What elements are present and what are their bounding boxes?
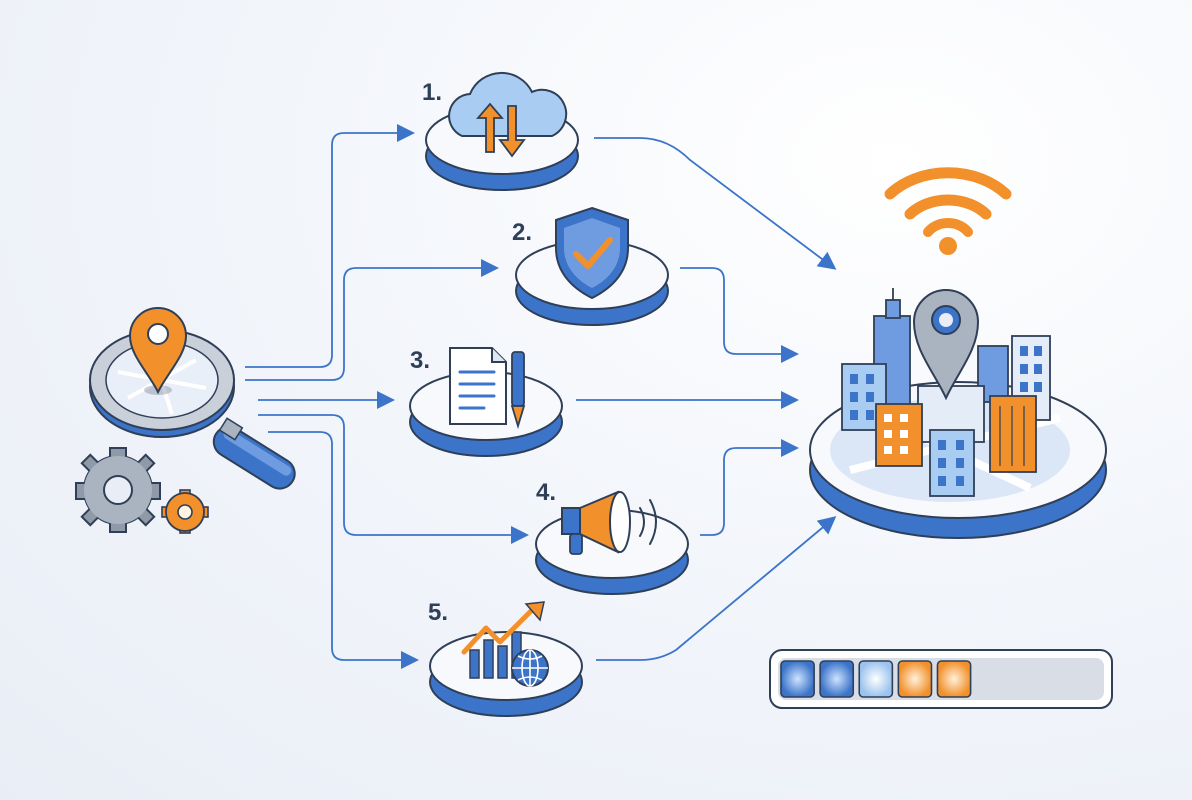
shield-check-icon — [555, 206, 629, 300]
progress-bar — [769, 649, 1113, 709]
location-pin-icon — [128, 307, 188, 395]
connector-to-step-1 — [245, 124, 415, 368]
connector-step-4-to-city — [700, 439, 799, 536]
progress-segment — [897, 660, 933, 698]
destination-city — [809, 167, 1107, 539]
progress-segment — [780, 660, 815, 698]
progress-segment — [819, 660, 855, 698]
cloud-sync-icon — [448, 71, 568, 158]
step-number: 4. — [536, 479, 556, 506]
connector-to-step-4 — [258, 414, 529, 544]
progress-segments — [780, 660, 972, 698]
connector-step-5-to-city — [596, 516, 837, 661]
location-pin-icon — [912, 289, 980, 401]
progress-segment — [858, 660, 894, 698]
growth-chart-globe-icon — [461, 601, 549, 687]
megaphone-icon — [561, 490, 657, 555]
source-cluster — [75, 307, 296, 534]
wifi-icon — [884, 167, 1012, 255]
step-number: 2. — [512, 219, 532, 246]
step-number: 1. — [422, 79, 442, 106]
progress-segment — [936, 660, 972, 698]
step-1: 1. — [422, 71, 579, 191]
gear-small-icon — [161, 489, 209, 534]
step-5: 5. — [428, 599, 583, 717]
connector-step-1-to-city — [594, 137, 837, 270]
city-buildings-icon — [841, 288, 1051, 497]
connector-to-step-5 — [268, 431, 419, 669]
step-3: 3. — [409, 347, 563, 457]
connector-to-step-2 — [245, 259, 499, 381]
step-2: 2. — [512, 206, 669, 326]
step-number: 5. — [428, 599, 448, 626]
step-4: 4. — [535, 479, 689, 595]
gear-icon — [75, 447, 161, 533]
connector-step-2-to-city — [680, 267, 799, 363]
step-number: 3. — [410, 347, 430, 374]
connectors — [245, 124, 837, 669]
document-pen-icon — [449, 347, 526, 430]
